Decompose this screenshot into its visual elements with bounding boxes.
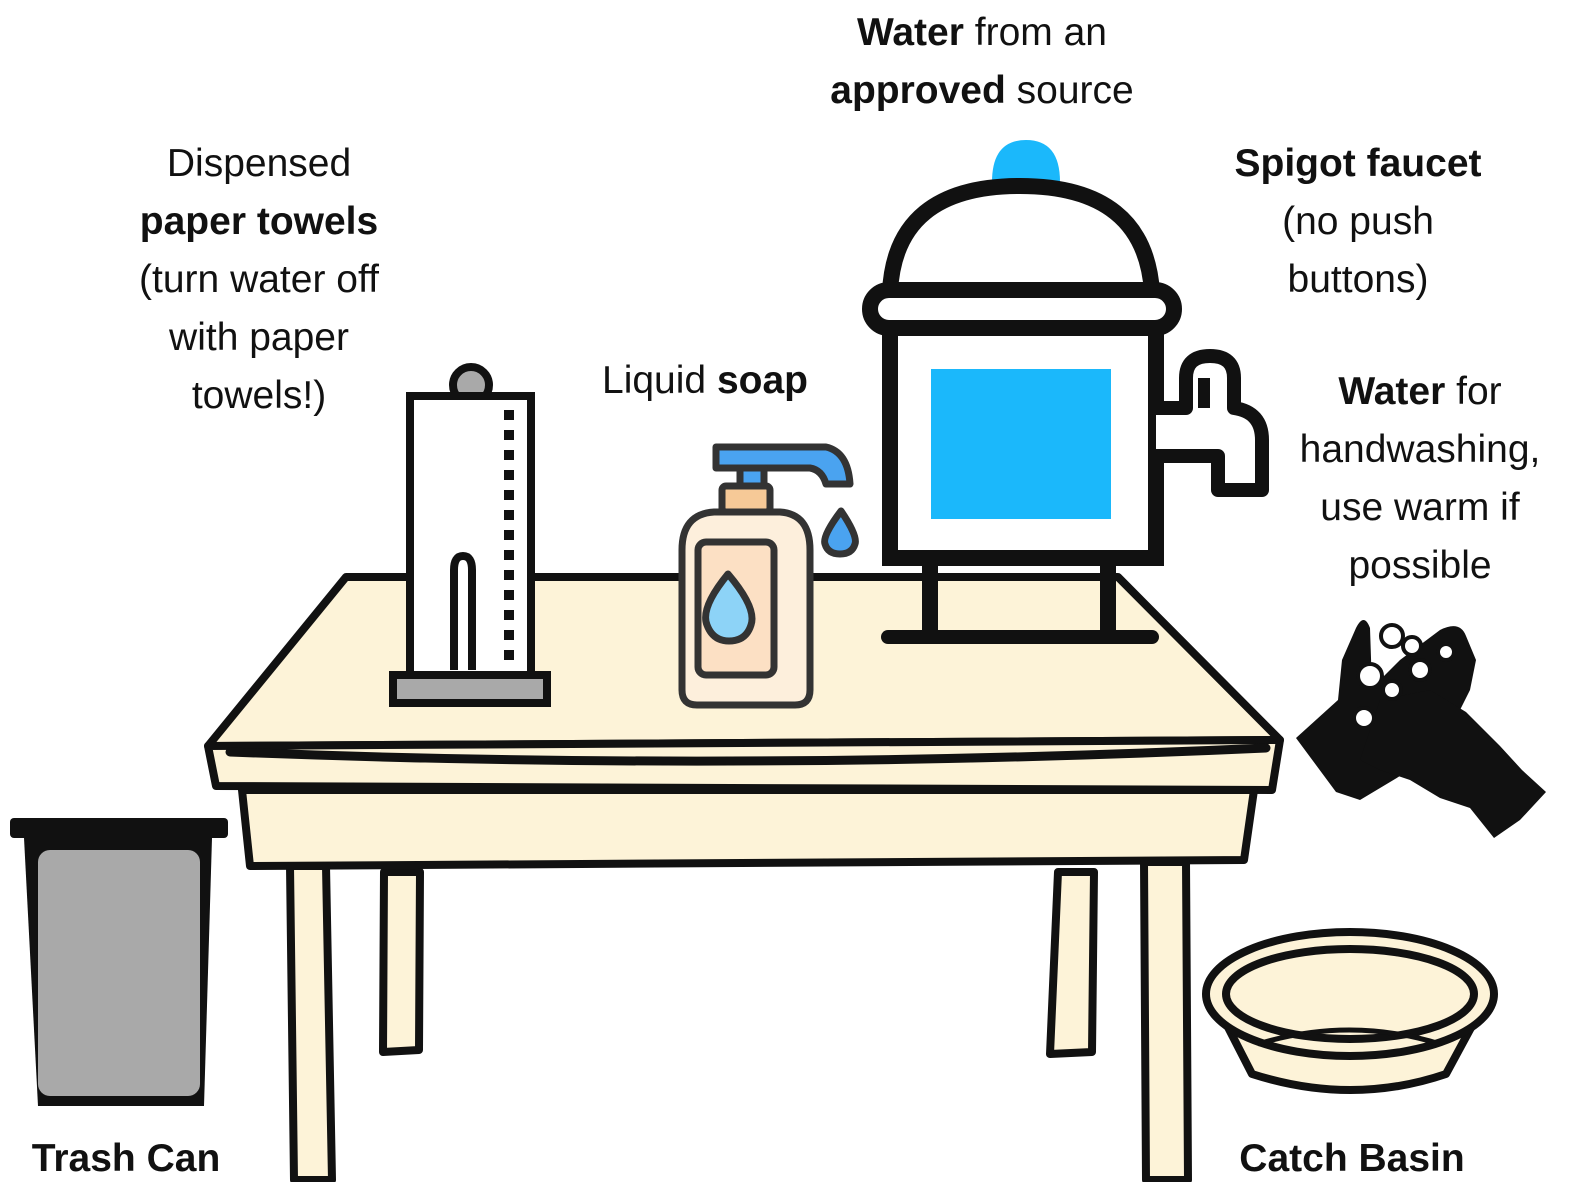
handwashing-label: Water for handwashing, use warm if possi… xyxy=(1270,363,1570,595)
paper-towels-line5: towels!) xyxy=(94,367,424,425)
handwashing-icon xyxy=(1296,620,1546,838)
water-source-line1-bold: Water xyxy=(857,11,964,54)
water-source-line2-bold: approved xyxy=(830,69,1006,112)
handwashing-line3: use warm if xyxy=(1270,479,1570,537)
spigot-line3: buttons) xyxy=(1198,251,1518,309)
table-leg-back-right xyxy=(1050,872,1094,1054)
table-leg-back-left xyxy=(383,872,420,1052)
table-leg-front-left xyxy=(290,866,332,1180)
table-apron xyxy=(242,790,1254,866)
paper-towels-line4: with paper xyxy=(94,309,424,367)
catch-basin-label: Catch Basin xyxy=(1214,1130,1490,1188)
soap-label-bold: soap xyxy=(717,359,808,402)
paper-towels-line1: Dispensed xyxy=(94,135,424,193)
trash-can-icon xyxy=(10,818,228,1106)
table-leg-front-right xyxy=(1144,862,1188,1180)
spigot-label: Spigot faucet (no push buttons) xyxy=(1198,135,1518,309)
water-source-label: Water from an approved source xyxy=(782,4,1182,120)
handwashing-line1-bold: Water xyxy=(1338,370,1445,413)
paper-towels-label: Dispensed paper towels (turn water off w… xyxy=(94,135,424,425)
paper-towels-line2: paper towels xyxy=(140,200,378,243)
water-source-line1-rest: from an xyxy=(964,11,1107,54)
spigot-line1: Spigot faucet xyxy=(1234,142,1481,185)
handwashing-line2: handwashing, xyxy=(1270,421,1570,479)
water-source-line2-rest: source xyxy=(1006,69,1134,112)
spigot-line2: (no push xyxy=(1198,193,1518,251)
trash-can-label: Trash Can xyxy=(4,1130,248,1188)
soap-label: Liquid soap xyxy=(570,352,840,410)
catch-basin-icon xyxy=(1206,932,1494,1090)
handwashing-line1-rest: for xyxy=(1445,370,1501,413)
paper-towels-line3: (turn water off xyxy=(94,251,424,309)
handwashing-line4: possible xyxy=(1270,537,1570,595)
soap-label-prefix: Liquid xyxy=(602,359,717,402)
